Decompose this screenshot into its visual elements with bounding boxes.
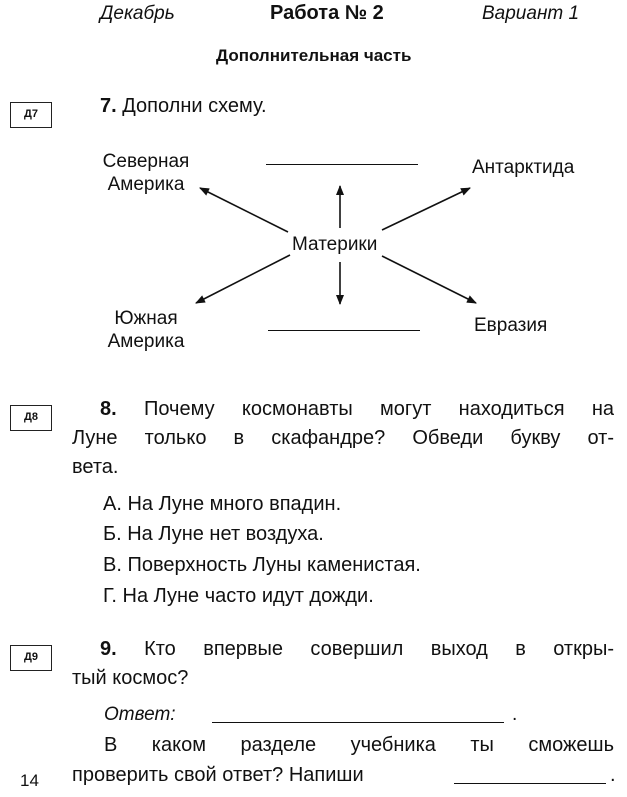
section-input-line[interactable]	[454, 783, 606, 784]
answer-label: Ответ:	[104, 704, 176, 725]
header-work-title: Работа № 2	[270, 2, 384, 24]
label-eurasia: Евразия	[474, 315, 548, 336]
page-number: 14	[20, 771, 39, 790]
question-9-line-3: В каком разделе учебника ты сможешь	[104, 734, 614, 756]
arrow-to-south-america	[195, 254, 291, 304]
blank-line-top[interactable]	[266, 164, 418, 165]
header-month: Декабрь	[100, 3, 175, 24]
question-8-line-2: Луне только в скафандре? Обведи букву от…	[72, 427, 614, 449]
answer-input-line[interactable]	[212, 722, 504, 723]
label-south-america: Южная Америка	[107, 308, 185, 352]
label-antarctica: Антарктида	[472, 157, 575, 178]
blank-line-bottom[interactable]	[268, 330, 420, 331]
section-period: .	[610, 764, 616, 786]
answer-option-b[interactable]: Б. На Луне нет воздуха.	[103, 523, 324, 545]
arrow-to-eurasia	[381, 255, 477, 304]
question-8-line-3: вета.	[72, 456, 119, 478]
arrow-to-north-america	[199, 187, 289, 233]
question-7-number: 7.	[100, 95, 117, 117]
badge-d8: Д8	[10, 405, 52, 431]
question-9-line-4: проверить свой ответ? Напиши	[72, 764, 364, 786]
question-7-text: Дополни схему.	[122, 95, 267, 117]
section-subtitle: Дополнительная часть	[216, 46, 412, 65]
label-continents: Материки	[292, 234, 378, 255]
answer-option-a[interactable]: А. На Луне много впадин.	[103, 493, 342, 515]
arrow-to-antarctica	[381, 187, 471, 231]
badge-d7: Д7	[10, 102, 52, 128]
badge-d9: Д9	[10, 645, 52, 671]
header-variant: Вариант 1	[482, 3, 580, 24]
question-9-line-2: тый космос?	[72, 667, 189, 689]
question-8-line-1: 8. Почему космонавты могут находиться на	[100, 398, 614, 420]
question-9-line-1: 9. Кто впервые совершил выход в откры-	[100, 638, 615, 660]
answer-option-d[interactable]: Г. На Луне часто идут дожди.	[103, 585, 374, 607]
answer-period: .	[512, 704, 518, 725]
label-north-america: Северная Америка	[102, 151, 190, 195]
answer-option-c[interactable]: В. Поверхность Луны каменистая.	[103, 554, 421, 576]
question-7: 7. Дополни схему.	[100, 92, 267, 120]
